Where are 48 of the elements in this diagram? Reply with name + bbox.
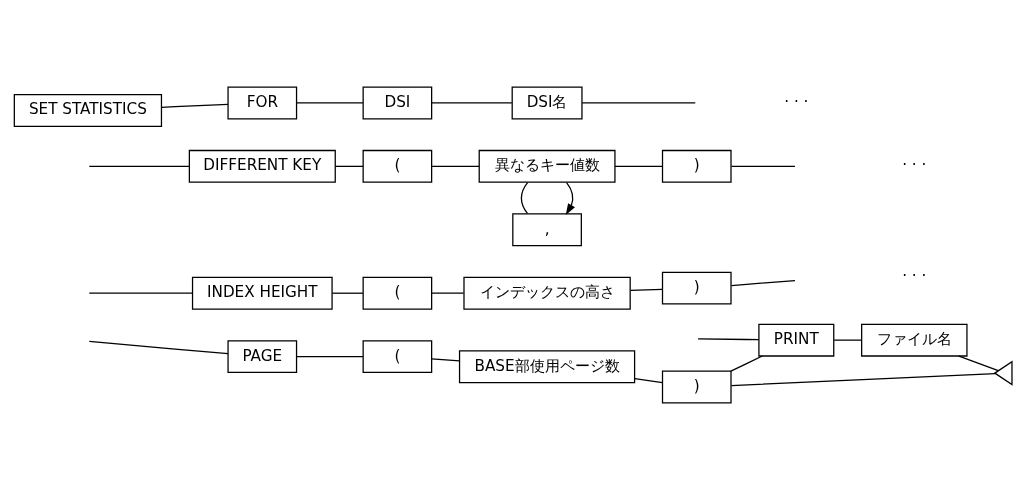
connector [629, 288, 663, 291]
node-box: 異なるキー値数 [478, 149, 616, 183]
node-box: SET STATISTICS [13, 94, 163, 128]
node-box: BASE部使用ページ数 [458, 350, 636, 384]
connector [958, 355, 999, 372]
label: · · · [784, 92, 809, 111]
connector [431, 102, 513, 104]
connector [160, 103, 229, 108]
connector [697, 338, 760, 341]
node-box: INDEX HEIGHT [191, 276, 333, 310]
node-box: , [512, 213, 582, 247]
node-box: PAGE [227, 340, 298, 374]
node-box: ) [661, 149, 732, 183]
connector [581, 102, 696, 104]
connector [730, 279, 796, 287]
node-box: DSI名 [511, 86, 583, 120]
node-box: FOR [227, 86, 298, 120]
connector [833, 339, 863, 341]
connector [296, 102, 364, 104]
node-box: ) [661, 370, 732, 404]
connector [431, 358, 461, 362]
label: · · · [902, 266, 927, 285]
connector [331, 292, 364, 294]
connector [88, 292, 193, 294]
node-box: ( [362, 149, 433, 183]
connector [88, 165, 190, 167]
connector [431, 165, 480, 167]
node-box: インデックスの高さ [463, 276, 631, 310]
connector [296, 356, 364, 358]
connector [730, 355, 763, 372]
connector [614, 165, 663, 167]
node-box: ) [661, 271, 732, 305]
arrow [565, 181, 575, 216]
connector [730, 372, 997, 387]
node-box: PRINT [758, 323, 835, 357]
connector [730, 165, 796, 167]
connector [431, 292, 465, 294]
connector [88, 340, 229, 355]
connector [334, 165, 364, 167]
label: · · · [902, 156, 927, 175]
connector [634, 378, 664, 384]
node-box: DIFFERENT KEY [188, 149, 336, 183]
connector [520, 181, 529, 215]
node-box: ( [362, 276, 433, 310]
node-box: ファイル名 [861, 323, 968, 357]
node-box: ( [362, 340, 433, 374]
node-box: DSI [362, 86, 433, 120]
node-triangle [993, 360, 1013, 386]
